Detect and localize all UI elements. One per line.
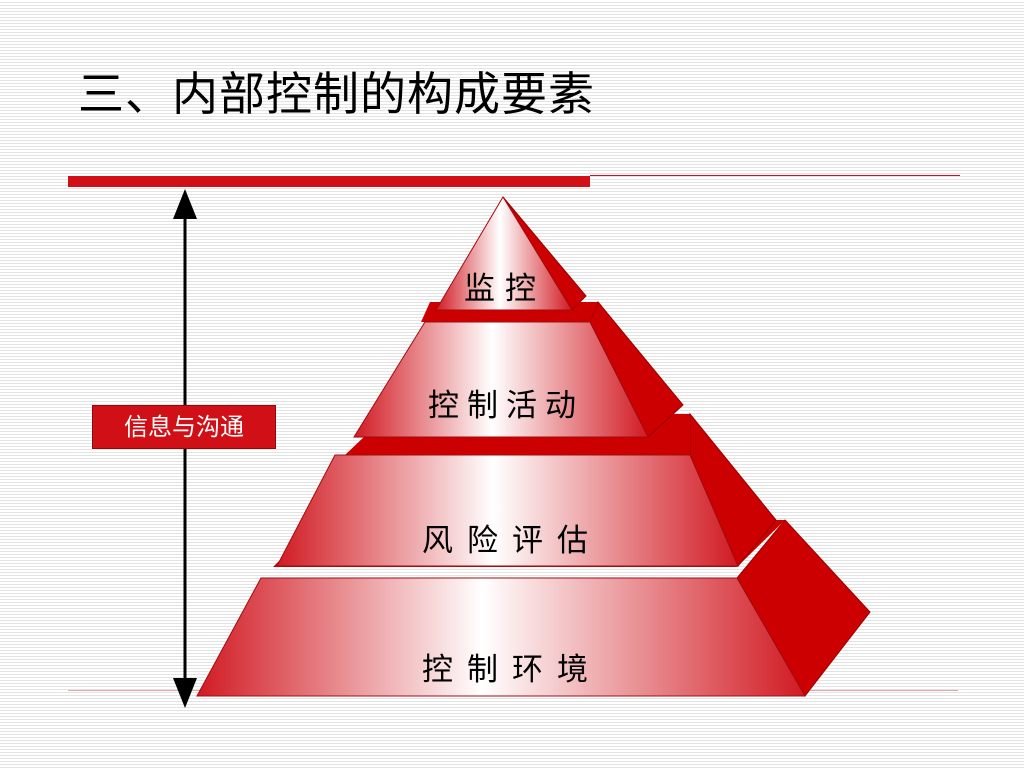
tier-label-control-activities: 控制活动 [428,388,584,424]
tier-label-monitoring: 监控 [464,271,546,307]
slide-title: 三、内部控制的构成要素 [78,67,595,121]
info-communication-label: 信息与沟通 [92,405,276,449]
tier-label-risk-assessment: 风险评估 [422,523,602,559]
title-rule-thin [590,175,960,176]
pyramid-tier-1 [435,196,587,311]
tier-label-control-environment: 控制环境 [422,652,602,688]
title-rule-thick [68,176,590,187]
